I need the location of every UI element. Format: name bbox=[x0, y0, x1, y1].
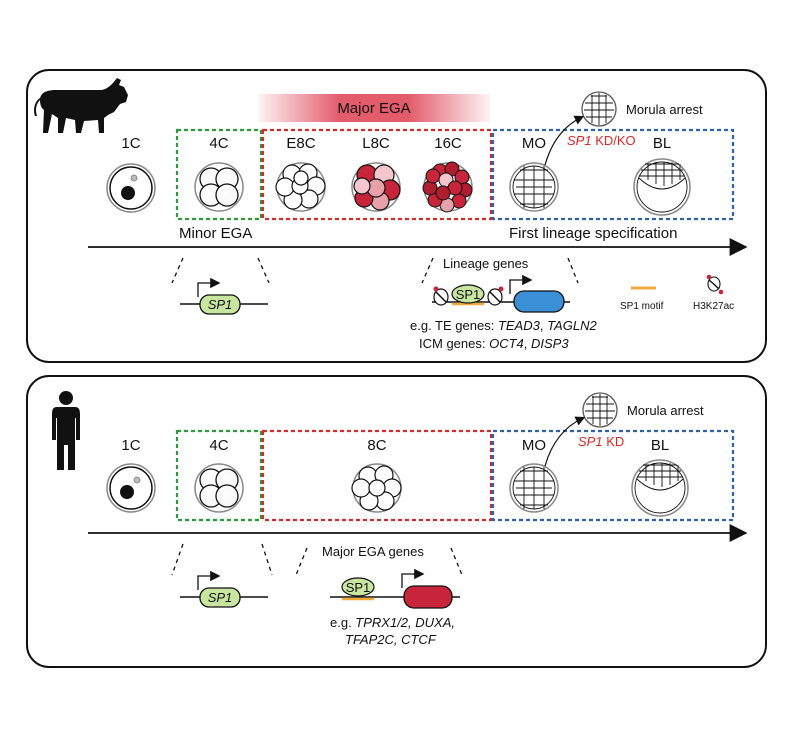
embryo-4c bbox=[194, 463, 244, 513]
minor-ega-box bbox=[175, 128, 263, 221]
sp1-protein-label: SP1 bbox=[456, 287, 481, 302]
arrest-arrow bbox=[544, 115, 585, 166]
zoom-line bbox=[450, 547, 463, 576]
human-icon bbox=[52, 391, 80, 470]
stage-1c-label: 1C bbox=[121, 437, 140, 454]
major-ega-box bbox=[261, 128, 493, 221]
stage-bl-label: BL bbox=[651, 437, 669, 454]
major-ega-genes-label: Major EGA genes bbox=[322, 544, 424, 559]
zygote-1c bbox=[106, 163, 156, 213]
morula-arrest-icon bbox=[581, 91, 617, 127]
zoom-line bbox=[257, 257, 270, 284]
stage-bl-label: BL bbox=[653, 135, 671, 152]
stage-l8c-label: L8C bbox=[362, 135, 390, 152]
lineage-genes-label: Lineage genes bbox=[443, 256, 529, 271]
sp1-gene-locus: SP1 bbox=[180, 277, 268, 315]
nucleosome-icon bbox=[433, 286, 449, 306]
embryo-4c bbox=[194, 162, 244, 212]
zoom-line bbox=[171, 257, 184, 284]
icm-genes-line: ICM genes: OCT4, DISP3 bbox=[419, 336, 569, 351]
lineage-box bbox=[491, 128, 735, 221]
bottom-panel: 1C 4C 8C MO BL bbox=[26, 375, 767, 668]
legend-h3k27ac-label: H3K27ac bbox=[693, 301, 734, 312]
zoom-line bbox=[261, 543, 273, 576]
major-ega-box bbox=[261, 429, 493, 522]
major-gene-line2: TFAP2C, CTCF bbox=[345, 632, 437, 647]
top-panel: Major EGA 1C 4C E8C L8C 16C MO BL bbox=[26, 69, 767, 363]
nucleosome-icon bbox=[487, 286, 504, 306]
morula-arrest-label: Morula arrest bbox=[626, 102, 703, 117]
kd-label: SP1 KD bbox=[578, 434, 624, 449]
embryo-16c bbox=[422, 161, 473, 213]
first-lineage-label: First lineage specification bbox=[509, 225, 677, 242]
morula-mo bbox=[509, 463, 559, 513]
stage-mo-label: MO bbox=[522, 437, 546, 454]
zoom-line bbox=[171, 543, 184, 576]
zoom-line bbox=[567, 257, 579, 284]
cow-icon bbox=[34, 78, 128, 133]
sp1-protein-label: SP1 bbox=[346, 580, 371, 595]
lineage-box bbox=[491, 429, 735, 522]
stage-e8c-label: E8C bbox=[286, 135, 315, 152]
stage-4c-label: 4C bbox=[209, 135, 228, 152]
major-ega-label: Major EGA bbox=[337, 100, 410, 117]
major-ega-gene-locus: SP1 bbox=[330, 568, 460, 609]
embryo-l8c bbox=[351, 162, 401, 212]
minor-ega-label: Minor EGA bbox=[179, 225, 252, 242]
blastocyst-bl bbox=[631, 459, 689, 517]
sp1-gene-label: SP1 bbox=[208, 297, 233, 312]
stage-8c-label: 8C bbox=[367, 437, 386, 454]
major-ega-bar bbox=[258, 94, 490, 122]
kd-ko-label: SP1 KD/KO bbox=[567, 133, 636, 148]
te-genes-line: e.g. TE genes: TEAD3, TAGLN2 bbox=[410, 318, 597, 333]
sp1-gene-locus: SP1 bbox=[180, 570, 268, 608]
major-gene-line1: e.g. TPRX1/2, DUXA, bbox=[330, 615, 455, 630]
lineage-gene-locus: SP1 bbox=[432, 274, 570, 313]
stage-mo-label: MO bbox=[522, 135, 546, 152]
zoom-line bbox=[421, 257, 434, 284]
embryo-e8c bbox=[275, 162, 326, 212]
embryo-8c bbox=[351, 463, 402, 513]
stage-16c-label: 16C bbox=[434, 135, 462, 152]
morula-arrest-icon bbox=[582, 392, 618, 428]
stage-4c-label: 4C bbox=[209, 437, 228, 454]
stage-1c-label: 1C bbox=[121, 135, 140, 152]
morula-arrest-label: Morula arrest bbox=[627, 403, 704, 418]
h3k27ac-icon bbox=[706, 274, 724, 295]
minor-ega-box bbox=[175, 429, 263, 522]
sp1-gene-label: SP1 bbox=[208, 590, 233, 605]
zygote-1c bbox=[106, 463, 156, 513]
morula-mo bbox=[509, 162, 559, 212]
legend-motif-label: SP1 motif bbox=[620, 301, 664, 312]
blastocyst-bl bbox=[633, 158, 691, 216]
zoom-line bbox=[295, 547, 308, 576]
arrest-arrow bbox=[544, 416, 586, 467]
